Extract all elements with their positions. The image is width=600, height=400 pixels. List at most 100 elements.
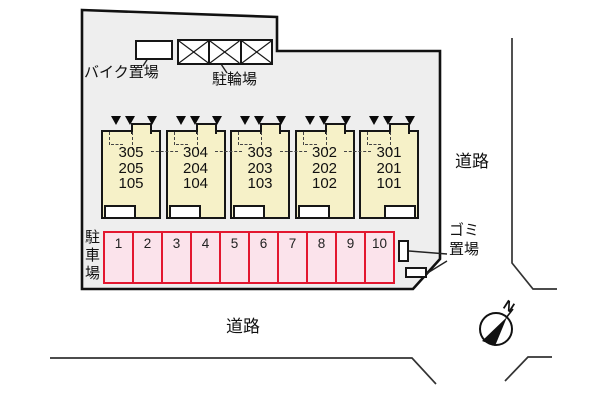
balcony-dash [261, 132, 262, 150]
room-number: 304 [182, 144, 209, 161]
bicycle-rack-cell [210, 41, 242, 63]
unit-room-numbers: 301 201 101 [361, 145, 417, 192]
entry-arrow-icon [318, 116, 329, 125]
balcony-dash [111, 144, 123, 145]
unit-roof-tab [260, 123, 281, 134]
bicycle-parking-label: 駐輪場 [212, 71, 258, 88]
parking-space: 5 [219, 231, 250, 284]
room-number: 305 [118, 144, 144, 161]
parking-space: 8 [306, 231, 337, 284]
unit-entrance [233, 205, 265, 219]
road-right-edge-line [511, 38, 557, 290]
room-number: 203 [247, 159, 273, 177]
room-number: 201 [376, 159, 402, 177]
road-label-bottom: 道路 [226, 317, 260, 336]
balcony-dash [238, 132, 239, 145]
entry-arrow-icon [111, 116, 121, 125]
balcony-dash [369, 144, 381, 145]
unit-room-numbers: 304 204 104 [168, 145, 224, 192]
entry-arrow-icon [254, 116, 264, 125]
entry-arrow-icon [189, 116, 200, 125]
building-unit: 303 203 103 [230, 116, 290, 219]
road-label-right: 道路 [455, 152, 489, 171]
garbage-label-line1: ゴミ [449, 222, 480, 239]
parking-row: 1 2 3 4 5 6 7 8 9 10 [103, 231, 395, 284]
bike-storage-label: バイク置場 [84, 64, 159, 81]
parking-space-number: 5 [230, 236, 239, 251]
bicycle-rack-cell [242, 41, 271, 63]
unit-roof-tab [389, 123, 410, 134]
unit-entrance [297, 205, 330, 219]
entry-arrow-icon [369, 116, 379, 125]
unit-room-numbers: 305 205 105 [103, 145, 159, 192]
parking-space-number: 1 [114, 236, 123, 251]
bicycle-parking-box [177, 39, 273, 65]
balcony-dash [175, 144, 188, 145]
parking-space-number: 3 [172, 236, 181, 251]
unit-room-numbers: 302 202 102 [297, 145, 353, 192]
unit-roof-tab [324, 123, 346, 134]
unit-entrance [104, 205, 136, 219]
parking-space-number: 2 [143, 236, 152, 251]
room-number: 205 [118, 159, 144, 177]
parking-space: 1 [103, 231, 134, 284]
building-unit: 305 205 105 [101, 116, 161, 219]
carpark-label: 駐車場 [83, 229, 100, 283]
room-number: 301 [376, 144, 402, 161]
balcony-dash [302, 132, 304, 145]
unit-roof-tab [195, 123, 217, 134]
balcony-dash [325, 132, 327, 150]
road-bottom-edge-line [50, 357, 437, 385]
parking-space-number: 8 [317, 236, 326, 251]
balcony-dash [132, 132, 133, 150]
balcony-dash [196, 132, 198, 150]
parking-space: 3 [161, 231, 192, 284]
compass-needle-tail [505, 308, 514, 319]
parking-space-number: 7 [288, 236, 297, 251]
unit-entrance [384, 205, 416, 219]
bike-storage-rect [135, 40, 173, 60]
building-unit: 302 202 102 [294, 116, 355, 219]
unit-link-dash [215, 151, 242, 152]
compass-needle-icon [482, 317, 507, 346]
garbage-pointer-line-1 [408, 250, 448, 255]
entry-arrow-icon [240, 116, 250, 125]
balcony-dash [304, 144, 317, 145]
parking-space: 4 [190, 231, 221, 284]
garbage-rect-horizontal [405, 267, 427, 278]
room-number: 202 [311, 159, 338, 177]
room-number: 102 [311, 175, 338, 192]
parking-space: 7 [277, 231, 308, 284]
room-number: 104 [182, 175, 209, 192]
parking-space-number: 9 [346, 236, 355, 251]
room-number: 303 [247, 144, 273, 161]
parking-space-number: 10 [371, 236, 388, 251]
balcony-dash [390, 132, 391, 150]
balcony-dash [173, 132, 175, 145]
entry-arrow-icon [340, 116, 351, 125]
balcony-dash [240, 144, 252, 145]
garbage-label-line2: 置場 [449, 241, 480, 258]
room-number: 105 [118, 175, 144, 192]
parking-space: 2 [132, 231, 163, 284]
room-number: 302 [311, 144, 338, 161]
parking-space: 6 [248, 231, 279, 284]
unit-room-numbers: 303 203 103 [232, 145, 288, 192]
bicycle-rack-cell [179, 41, 211, 63]
unit-roof-tab [131, 123, 152, 134]
room-number: 103 [247, 175, 273, 192]
garbage-rect-vertical [398, 240, 409, 262]
entry-arrow-icon [125, 116, 135, 125]
parking-space: 10 [364, 231, 395, 284]
unit-link-dash [151, 151, 178, 152]
parking-space-number: 4 [201, 236, 210, 251]
parking-space-number: 6 [259, 236, 268, 251]
balcony-dash [367, 132, 368, 145]
unit-entrance [168, 205, 201, 219]
building-unit: 301 201 101 [359, 116, 419, 219]
room-number: 204 [182, 159, 209, 177]
road-corner-line [504, 356, 552, 382]
entry-arrow-icon [383, 116, 393, 125]
building-unit: 304 204 104 [165, 116, 226, 219]
